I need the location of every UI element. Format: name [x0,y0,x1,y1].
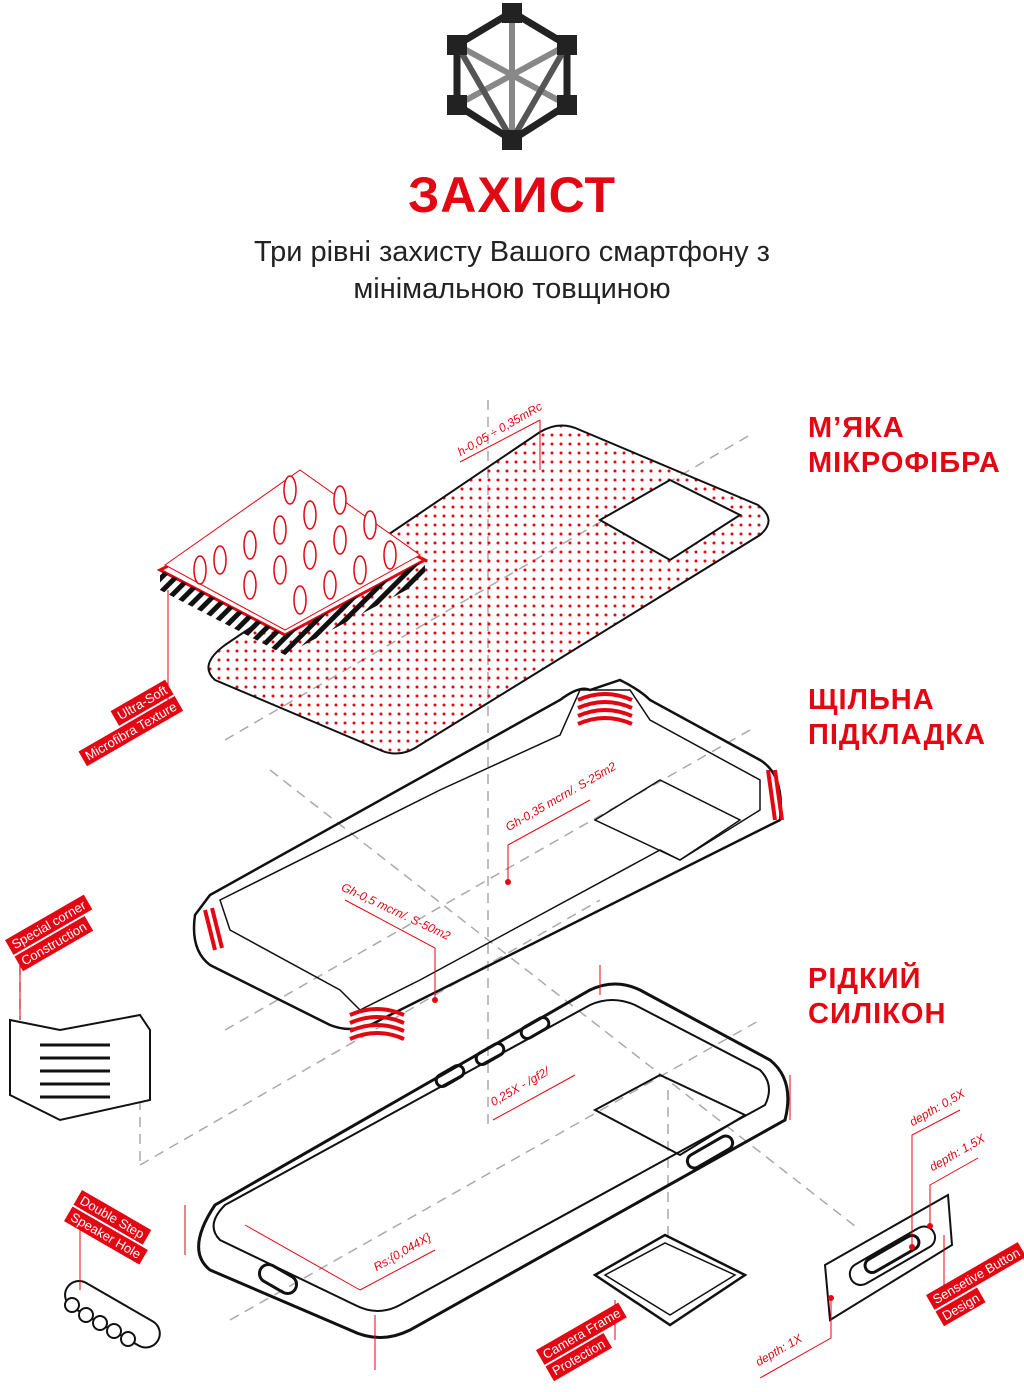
silicone-case-layer [184,965,791,1370]
layer-label-line: МІКРОФІБРА [808,447,1001,479]
layer-label-line: ПІДКЛАДКА [808,719,986,751]
support-pad-layer [192,678,784,1041]
camera-frame-detail [592,1233,748,1327]
subtitle-line: мінімальною товщиною [353,273,671,305]
layer-label-silicone: РІДКИЙ СИЛІКОН [808,962,946,1032]
button-detail [19,590,979,1379]
layer-label-line: ЩІЛЬНА [808,684,935,716]
subtitle-line: Три рівні захисту Вашого смартфону з [254,236,770,268]
hexagon-network-icon [447,3,577,150]
page-subtitle: Три рівні захисту Вашого смартфону з мін… [0,234,1024,308]
layer-label-line: СИЛІКОН [808,998,947,1030]
microfibre-layer [156,419,770,755]
layer-label-line: РІДКИЙ [808,963,922,995]
layer-label-pad: ЩІЛЬНА ПІДКЛАДКА [808,683,986,753]
page-title: ЗАХИСТ [407,167,617,223]
corner-detail [9,1013,151,1122]
layer-label-line: М’ЯКА [808,412,905,444]
layer-label-microfibre: М’ЯКА МІКРОФІБРА [808,411,1001,481]
speaker-hole-detail [64,1280,161,1349]
